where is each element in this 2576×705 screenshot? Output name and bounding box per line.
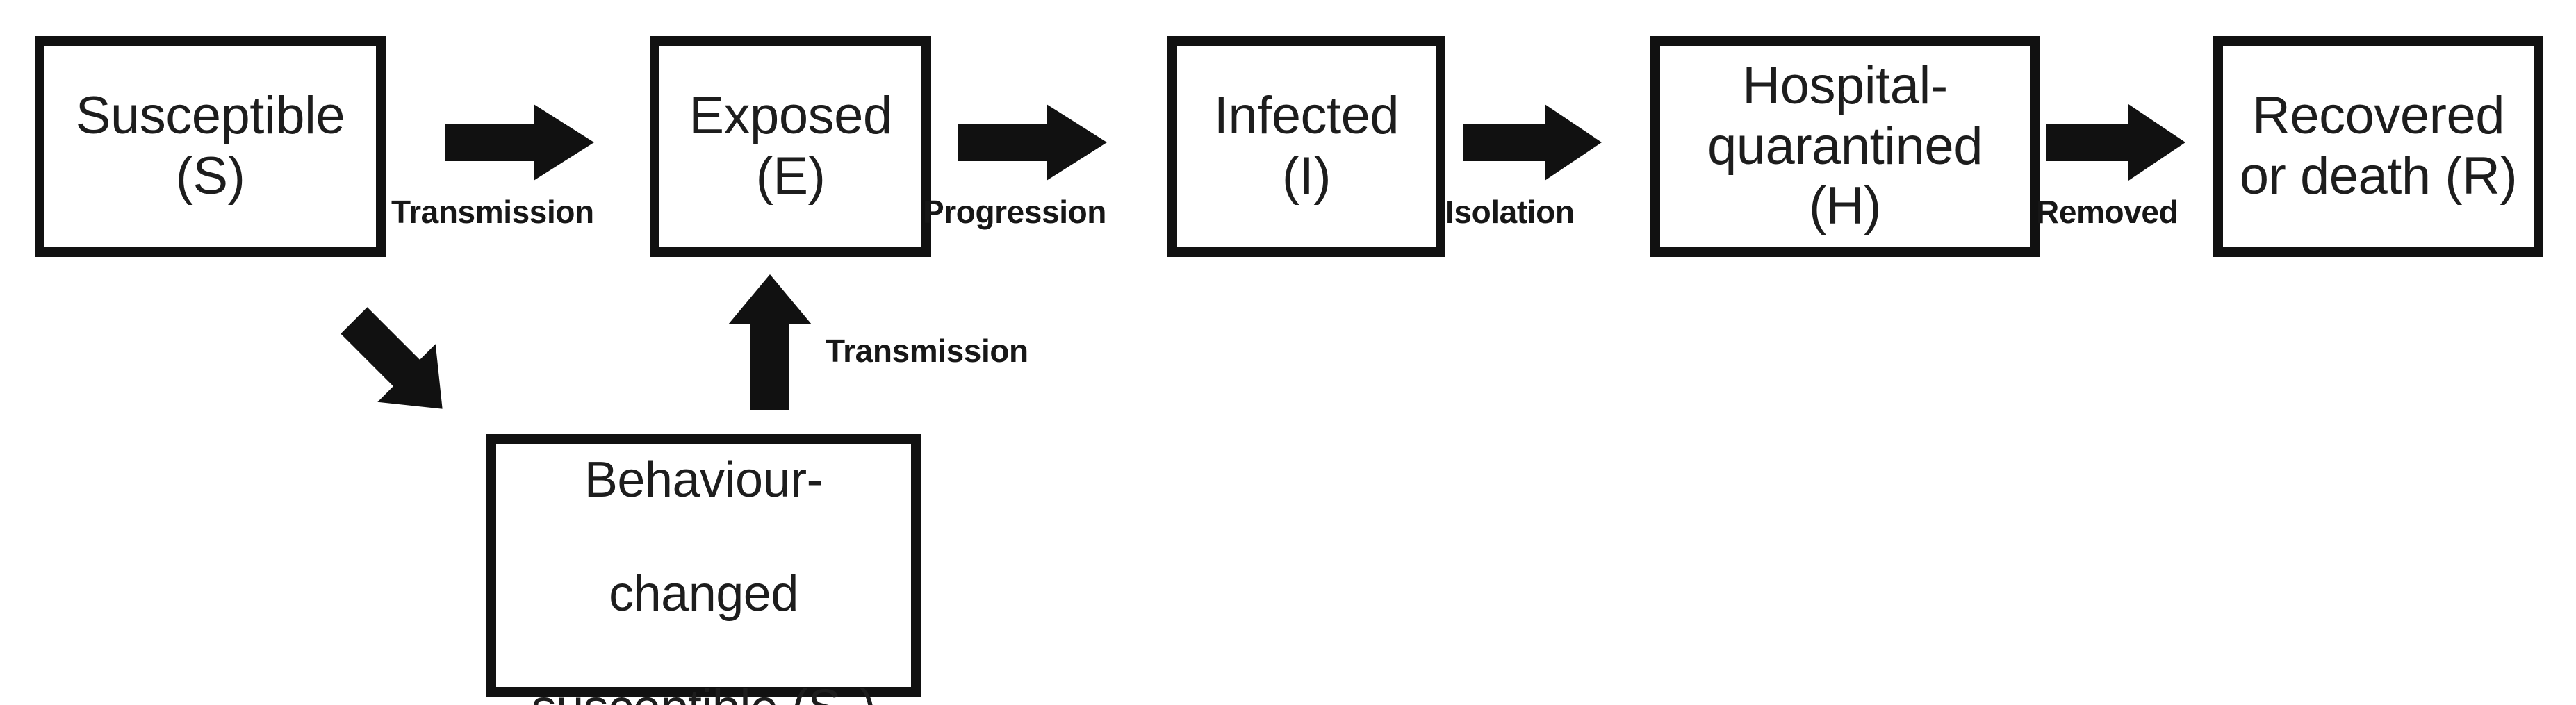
bcs-line3-suffix: ): [860, 680, 876, 705]
arrow-right-icon-progression-e-i: [958, 104, 1107, 181]
edge-label-isolation-i-h: Isolation: [1445, 194, 1575, 230]
bcs-line1: Behaviour-: [584, 451, 823, 508]
bcs-line2: changed: [609, 566, 798, 622]
node-hospital-quarantined-label: Hospital- quarantined (H): [1707, 56, 1983, 236]
node-susceptible-label: Susceptible (S): [75, 86, 345, 206]
arrow-right-icon-transmission-s-e: [445, 104, 594, 181]
edge-label-transmission-sf-e: Transmission: [826, 333, 1028, 369]
node-hospital-quarantined[interactable]: Hospital- quarantined (H): [1650, 36, 2040, 257]
node-susceptible[interactable]: Susceptible (S): [35, 36, 386, 257]
arrow-right-icon-isolation-i-h: [1463, 104, 1602, 181]
node-infected-label: Infected (I): [1213, 86, 1400, 206]
node-behaviour-changed-susceptible-label: Behaviour- changed susceptible (SF): [525, 395, 883, 705]
edge-label-progression-e-i: Progression: [923, 194, 1107, 230]
node-recovered-or-death[interactable]: Recovered or death (R): [2213, 36, 2543, 257]
node-exposed-label: Exposed (E): [689, 86, 892, 206]
edge-label-transmission-s-e: Transmission: [391, 194, 594, 230]
arrow-down-right-icon-s-to-behaviour-changed: [332, 306, 464, 424]
node-recovered-or-death-label: Recovered or death (R): [2239, 86, 2518, 206]
arrow-right-icon-removed-h-r: [2046, 104, 2185, 181]
bcs-line3-subscript: F: [841, 704, 860, 705]
edge-label-removed-h-r: Removed: [2036, 194, 2179, 230]
node-exposed[interactable]: Exposed (E): [650, 36, 931, 257]
bcs-line3-prefix: susceptible (S: [532, 680, 842, 705]
node-behaviour-changed-susceptible[interactable]: Behaviour- changed susceptible (SF): [486, 434, 921, 705]
node-infected[interactable]: Infected (I): [1167, 36, 1445, 257]
arrow-up-icon-transmission-sf-e: [728, 274, 812, 410]
